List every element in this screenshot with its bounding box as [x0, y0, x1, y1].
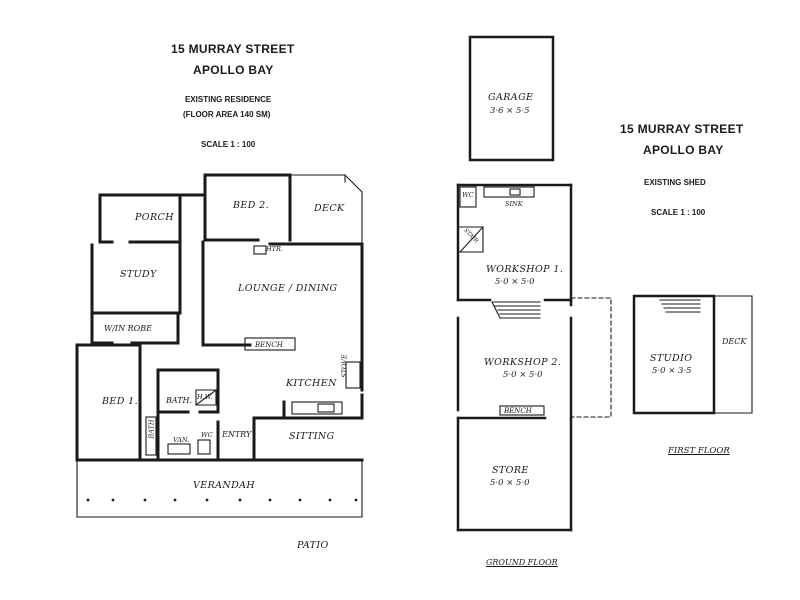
room-label-entry: ENTRY — [222, 430, 252, 439]
shed-bench-label: BENCH — [504, 407, 532, 415]
residence-thin-lines — [76, 174, 363, 518]
room-label-htr: HTR. — [266, 245, 283, 253]
workshop2-label: WORKSHOP 2. — [484, 357, 562, 368]
shed-title-line1: 15 MURRAY STREET — [620, 122, 744, 136]
shed-wc-label: WC — [462, 191, 474, 199]
room-label-deck: DECK — [314, 203, 345, 214]
workshop1-dimensions: 5·0 × 5·0 — [495, 277, 535, 287]
garage-dimensions: 3·6 × 5·5 — [490, 106, 530, 116]
room-label-bed2: BED 2. — [233, 200, 270, 211]
residence-title-line1: 15 MURRAY STREET — [171, 42, 295, 56]
shed-sink-label: SINK — [505, 200, 523, 208]
residence-scale: SCALE 1 : 100 — [201, 140, 256, 149]
room-label-bath-small: BATH — [147, 419, 156, 439]
residence-title-line2: APOLLO BAY — [193, 63, 274, 77]
studio-label: STUDIO — [650, 353, 693, 364]
store-dimensions: 5·0 × 5·0 — [490, 478, 530, 488]
shed-scale: SCALE 1 : 100 — [651, 208, 706, 217]
shed-subtitle: EXISTING SHED — [644, 178, 706, 187]
residence-walls — [75, 173, 364, 462]
shed-walls — [456, 183, 573, 532]
first-floor-label: FIRST FLOOR — [668, 446, 730, 456]
studio-walls — [632, 294, 716, 415]
room-label-kitchen: KITCHEN — [286, 378, 337, 389]
room-label-bench: BENCH — [255, 341, 283, 349]
room-label-bed1: BED 1. — [102, 396, 139, 407]
verandah-dots — [86, 498, 358, 502]
room-label-study: STUDY — [120, 269, 157, 280]
garage-walls — [468, 35, 555, 162]
room-label-bath: BATH. — [166, 396, 193, 405]
studio-dimensions: 5·0 × 3·5 — [652, 366, 692, 376]
room-label-wc: WC — [201, 431, 213, 439]
studio-deck-label: DECK — [722, 337, 747, 346]
room-label-verandah: VERANDAH — [193, 480, 256, 491]
shed-thin-lines — [459, 186, 612, 418]
room-label-robe: W/IN ROBE — [104, 324, 152, 333]
workshop1-label: WORKSHOP 1. — [486, 264, 564, 275]
room-label-sitting: SITTING — [289, 431, 335, 442]
room-label-porch: PORCH — [135, 212, 174, 223]
ground-floor-label: GROUND FLOOR — [486, 558, 558, 567]
residence-subtitle: EXISTING RESIDENCE — [185, 95, 272, 104]
workshop2-dimensions: 5·0 × 5·0 — [503, 370, 543, 380]
room-label-hw: H.W. — [197, 393, 213, 401]
room-label-van: VAN. — [173, 436, 190, 444]
room-label-stove: STOVE — [340, 354, 349, 378]
studio-thin-lines — [659, 295, 753, 414]
room-label-patio: PATIO — [297, 540, 329, 551]
store-label: STORE — [492, 465, 529, 476]
garage-label: GARAGE — [488, 92, 534, 103]
residence-floor-area: (FLOOR AREA 140 SM) — [183, 110, 271, 119]
shed-title-line2: APOLLO BAY — [643, 143, 724, 157]
room-label-lounge: LOUNGE / DINING — [238, 283, 338, 294]
